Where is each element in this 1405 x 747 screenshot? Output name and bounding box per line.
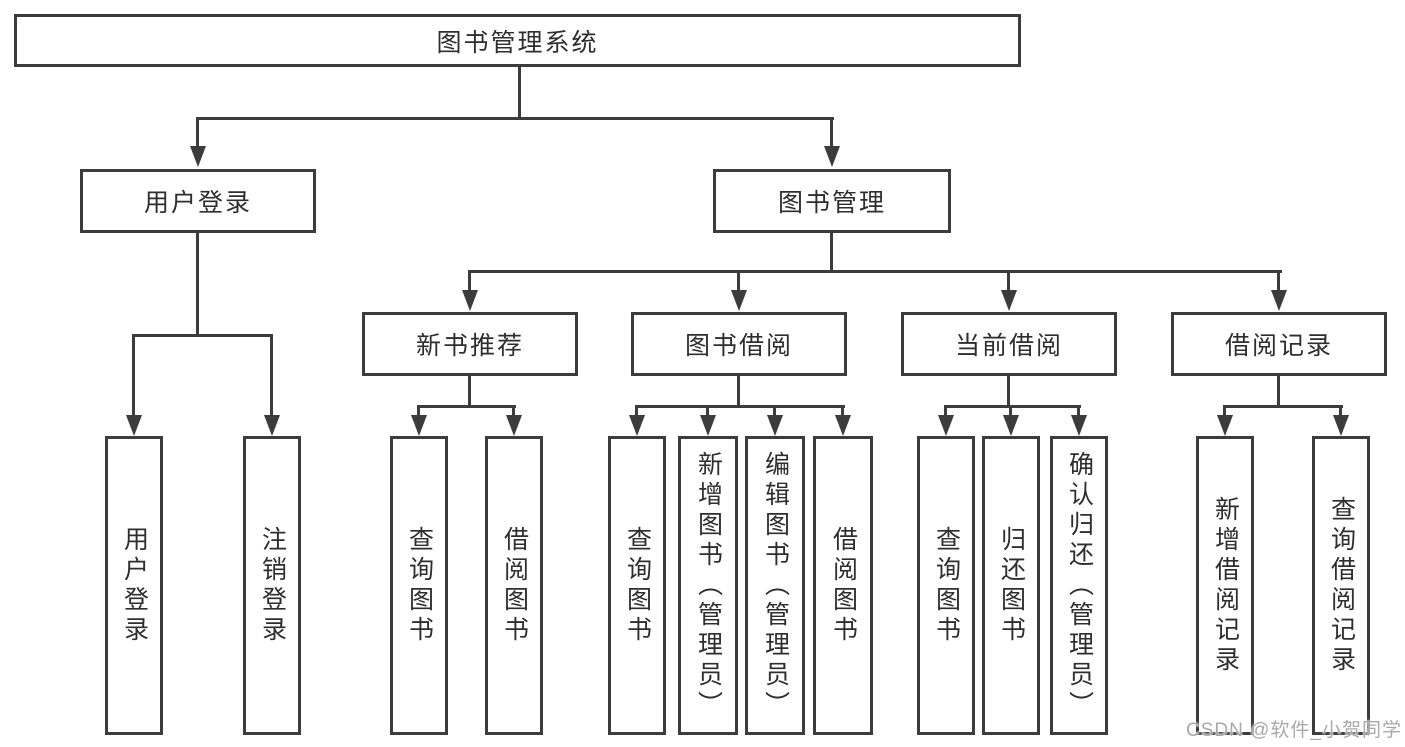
arrow-down-icon: [506, 415, 522, 436]
connector-line: [132, 334, 273, 337]
node-user-login-leaf: 用户登录: [105, 436, 163, 735]
connector-line: [196, 117, 834, 120]
csdn-watermark: CSDN @软件_小贺同学: [1186, 720, 1402, 741]
connector-line: [1223, 405, 1226, 417]
node-query-books-current: 查询图书: [917, 436, 975, 735]
connector-line: [512, 405, 515, 417]
connector-line: [773, 405, 776, 417]
connector-line: [196, 233, 199, 337]
arrow-down-icon: [629, 415, 645, 436]
connector-line: [417, 405, 516, 408]
node-book-management: 图书管理: [713, 169, 951, 233]
arrow-down-icon: [411, 415, 427, 436]
connector-line: [944, 405, 1081, 408]
node-return-books: 归还图书: [982, 436, 1040, 735]
connector-line: [635, 405, 845, 408]
connector-line: [841, 405, 844, 417]
arrow-down-icon: [700, 415, 716, 436]
connector-line: [830, 233, 833, 273]
arrow-down-icon: [835, 415, 851, 436]
arrow-down-icon: [1217, 415, 1233, 436]
connector-line: [270, 334, 273, 416]
arrow-down-icon: [126, 415, 142, 436]
node-new-book-recommend: 新书推荐: [362, 312, 578, 376]
connector-line: [1339, 405, 1342, 417]
connector-line: [1277, 270, 1280, 292]
connector-line: [1009, 405, 1012, 417]
connector-line: [944, 405, 947, 417]
arrow-down-icon: [1071, 415, 1087, 436]
arrow-down-icon: [731, 290, 747, 311]
arrow-down-icon: [264, 415, 280, 436]
node-query-books-borrowing: 查询图书: [608, 436, 666, 735]
connector-line: [196, 117, 199, 149]
connector-line: [518, 67, 521, 117]
node-book-borrowing: 图书借阅: [631, 312, 847, 376]
node-confirm-return-admin: 确认归还（管理员）: [1050, 436, 1108, 735]
connector-line: [635, 405, 638, 417]
node-library-management-system: 图书管理系统: [14, 14, 1021, 67]
node-add-book-admin: 新增图书（管理员）: [678, 436, 738, 735]
arrow-down-icon: [938, 415, 954, 436]
node-add-borrow-record: 新增借阅记录: [1196, 436, 1254, 735]
connector-line: [468, 376, 471, 408]
arrow-down-icon: [1333, 415, 1349, 436]
node-borrow-records: 借阅记录: [1171, 312, 1387, 376]
connector-line: [1007, 270, 1010, 292]
connector-line: [132, 334, 135, 416]
arrow-down-icon: [1271, 290, 1287, 311]
node-current-borrowing: 当前借阅: [901, 312, 1117, 376]
connector-line: [1077, 405, 1080, 417]
connector-line: [830, 117, 833, 149]
node-logout: 注销登录: [243, 436, 301, 735]
connector-line: [706, 405, 709, 417]
connector-line: [1007, 376, 1010, 408]
arrow-down-icon: [824, 146, 840, 167]
node-borrow-books-leaf: 借阅图书: [813, 436, 873, 735]
arrow-down-icon: [190, 146, 206, 167]
connector-line: [737, 376, 740, 408]
arrow-down-icon: [767, 415, 783, 436]
arrow-down-icon: [1003, 415, 1019, 436]
node-borrow-books-recommend: 借阅图书: [485, 436, 543, 735]
connector-line: [417, 405, 420, 417]
connector-line: [1277, 376, 1280, 408]
connector-line: [1223, 405, 1343, 408]
connector-line: [737, 270, 740, 292]
arrow-down-icon: [462, 290, 478, 311]
arrow-down-icon: [1001, 290, 1017, 311]
node-query-books-recommend: 查询图书: [390, 436, 448, 735]
connector-line: [468, 270, 1282, 273]
node-edit-book-admin: 编辑图书（管理员）: [745, 436, 805, 735]
connector-line: [468, 270, 471, 292]
node-user-login: 用户登录: [80, 169, 316, 233]
node-query-borrow-record: 查询借阅记录: [1312, 436, 1370, 735]
